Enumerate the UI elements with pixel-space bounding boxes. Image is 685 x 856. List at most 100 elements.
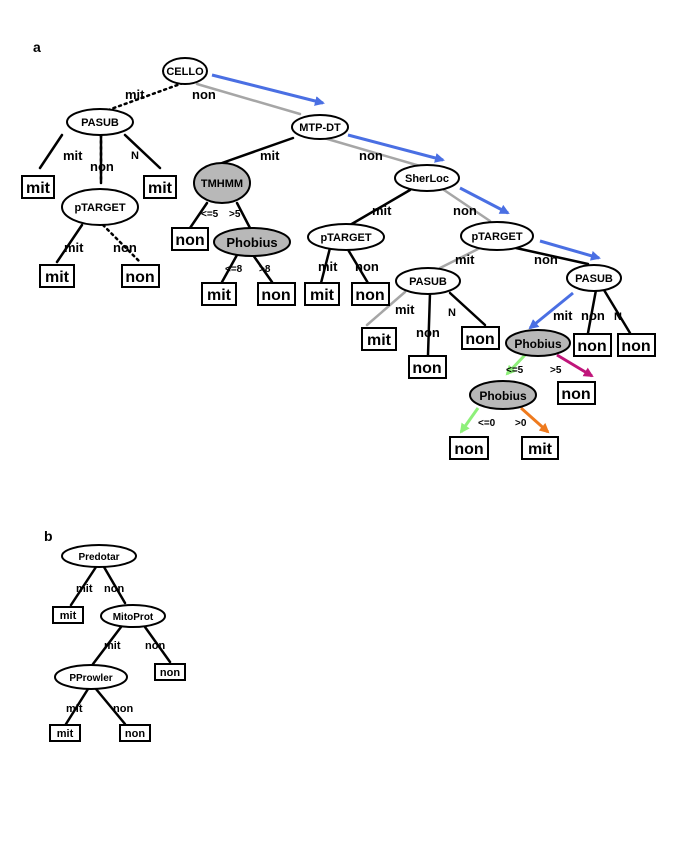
node-pasub1: PASUB [81,117,119,129]
edge-label-e25: N [614,311,622,323]
leaf-b2-box [154,663,186,681]
leaf-b3-box [49,724,81,742]
node-mitoprot: MitoProt [113,612,154,623]
leaf-b3: mit [57,728,74,740]
edge-label-e26: <=5 [506,365,524,376]
panel-b-leaf-boxes [49,606,186,742]
edge-pasub2-mit [365,290,407,327]
leaf-l4-box [121,264,160,288]
edge-cello-pasub [98,81,185,115]
leaf-l12: non [412,360,441,377]
node-phobius1-shape [213,227,291,257]
orange-arrow [520,406,550,434]
panel-b-edges [64,565,172,726]
leaf-l7: non [261,287,290,304]
edge-label-e7: non [113,240,137,255]
magenta-arrow [556,353,594,378]
leaf-l3: mit [45,269,70,286]
leaf-b2: non [160,667,180,679]
panel-b-nodes [54,544,166,690]
node-phobius3-shape [469,380,537,410]
leaf-b1: mit [60,610,77,622]
leaf-l13-box [573,333,612,357]
node-phobius2: Phobius [514,337,562,351]
leaf-l2-box [143,175,177,199]
edge-label-b-e1: mit [76,583,93,595]
edge-label-e8: mit [260,148,280,163]
leaf-l14: non [621,338,650,355]
node-pasub2-shape [395,267,461,295]
edge-label-e14: mit [372,203,392,218]
edge-label-e9: non [359,148,383,163]
node-sherloc-shape [394,164,460,192]
leaf-l15-box [557,381,596,405]
edge-label-e4: non [90,159,114,174]
edge-label-e29: >0 [515,418,527,429]
edge-ptarget3-pasub3 [514,246,590,266]
leaf-l9-box [351,282,390,306]
edge-label-e1: mit [125,87,145,102]
node-phobius1: Phobius [226,235,277,250]
leaf-l8-box [304,282,340,306]
panel-a-edges [38,81,632,357]
node-pasub3-shape [566,264,622,292]
panel-a-letter: a [33,39,41,55]
edge-label-b-e4: non [145,640,165,652]
blue-arrow-3 [459,186,510,215]
edge-label-e12: <=8 [225,264,243,275]
leaf-l17-box [521,436,559,460]
edge-label-e10: <=5 [201,209,219,220]
leaf-l1-box [21,175,55,199]
leaf-l14-box [617,333,656,357]
leaf-l12-box [408,355,447,379]
green-arrow-2 [459,407,480,434]
edge-label-e16: mit [318,259,338,274]
node-ptarget1: pTARGET [74,202,125,214]
edge-label-e23: mit [553,308,573,323]
node-pasub2: PASUB [409,276,447,288]
leaf-l7-box [257,282,296,306]
node-phobius3: Phobius [479,389,527,403]
edge-mtpdt-tmhmm [220,136,295,165]
edge-label-e6: mit [64,240,84,255]
edge-mtpdt-sherloc [322,136,422,168]
edge-label-e27: >5 [550,365,562,376]
node-mtpdt-shape [291,114,349,140]
node-ptarget2: pTARGET [320,232,371,244]
edge-mitoprot-children [91,625,172,666]
edge-phobius1-children [220,253,274,284]
node-predotar: Predotar [78,552,119,563]
node-tmhmm-shape [193,162,251,204]
leaf-l5-box [171,227,209,251]
edge-ptarget3-pasub2 [438,246,482,270]
edge-label-e11: >5 [229,209,241,220]
leaf-l6: mit [207,287,232,304]
panel-a-arrows [211,73,601,434]
leaf-l9: non [355,287,384,304]
edge-cello-mtpdt [195,82,302,116]
edge-label-e13: >8 [259,264,271,275]
edge-pasub2-children [426,291,487,357]
leaf-l4: non [125,269,154,286]
edge-tmhmm-children [188,201,252,230]
node-predotar-shape [61,544,137,568]
leaf-l8: mit [310,287,335,304]
green-arrow-1 [505,353,527,376]
edge-sherloc-ptarget3 [442,188,492,223]
leaf-l3-box [39,264,75,288]
edge-label-b-e6: non [113,703,133,715]
edge-ptarget-non [101,223,142,264]
leaf-l10: mit [367,332,392,349]
node-tmhmm: TMHMM [201,178,243,190]
edge-label-e2: non [192,87,216,102]
edge-pasub3-children [586,288,632,335]
node-ptarget3-shape [460,221,534,251]
blue-arrow-1 [211,73,325,106]
edge-ptarget-mit [55,223,84,264]
node-ptarget2-shape [307,223,385,251]
edge-label-e19: non [534,252,558,267]
node-phobius2-shape [505,329,571,357]
node-mitoprot-shape [100,604,166,628]
edge-label-b-e5: mit [66,703,83,715]
